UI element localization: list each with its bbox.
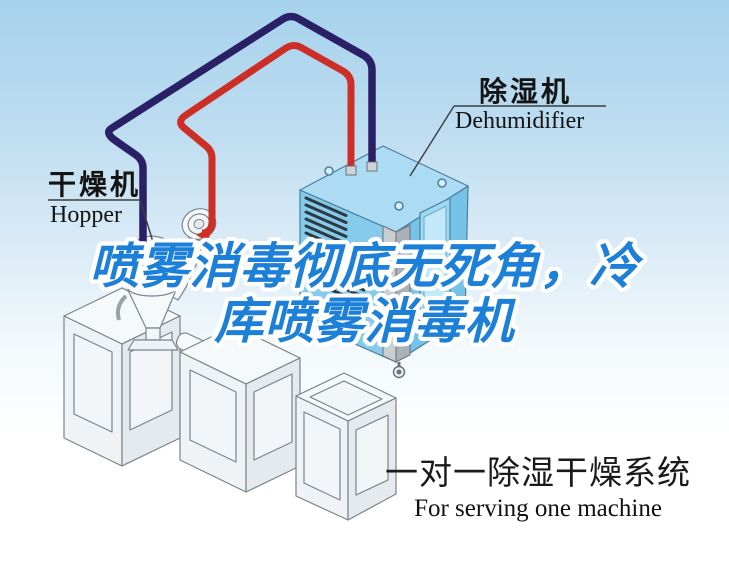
pipes	[105, 12, 378, 255]
supply-pipe	[105, 12, 376, 250]
navy-pipe-fitting	[366, 161, 378, 172]
label-leaders	[48, 105, 606, 243]
hopper-label-zh: 干燥机	[48, 169, 142, 200]
caption-en: For serving one machine	[414, 494, 662, 522]
molding-machine	[63, 287, 397, 521]
headline: 喷雾消毒彻底无死角，冷 库喷雾消毒机	[0, 240, 729, 350]
dehumidifier-label-zh: 除湿机	[479, 76, 573, 107]
casters	[296, 320, 456, 379]
caption: 一对一除湿干燥系统 For serving one machine	[385, 454, 691, 523]
dehumidifier-label-en: Dehumidifier	[455, 108, 585, 134]
eyelet	[324, 166, 334, 176]
door-handle	[438, 245, 442, 252]
caption-zh: 一对一除湿干燥系统	[385, 454, 691, 491]
hopper-label-en: Hopper	[50, 202, 122, 228]
eyelet	[394, 201, 404, 211]
pipe-arrowhead	[196, 228, 210, 242]
headline-line1: 喷雾消毒彻底无死角，冷	[89, 240, 640, 294]
vent-grille-upper	[304, 196, 348, 252]
headline-line2: 库喷雾消毒机	[214, 295, 515, 349]
return-pipe	[177, 42, 355, 237]
vent-grille-lower	[304, 242, 366, 306]
dehumidifier-machine	[296, 145, 469, 379]
eyelet	[437, 178, 447, 188]
red-pipe-fitting	[345, 165, 357, 176]
hopper-pipe-fitting	[136, 245, 150, 255]
door-handle	[438, 257, 442, 264]
